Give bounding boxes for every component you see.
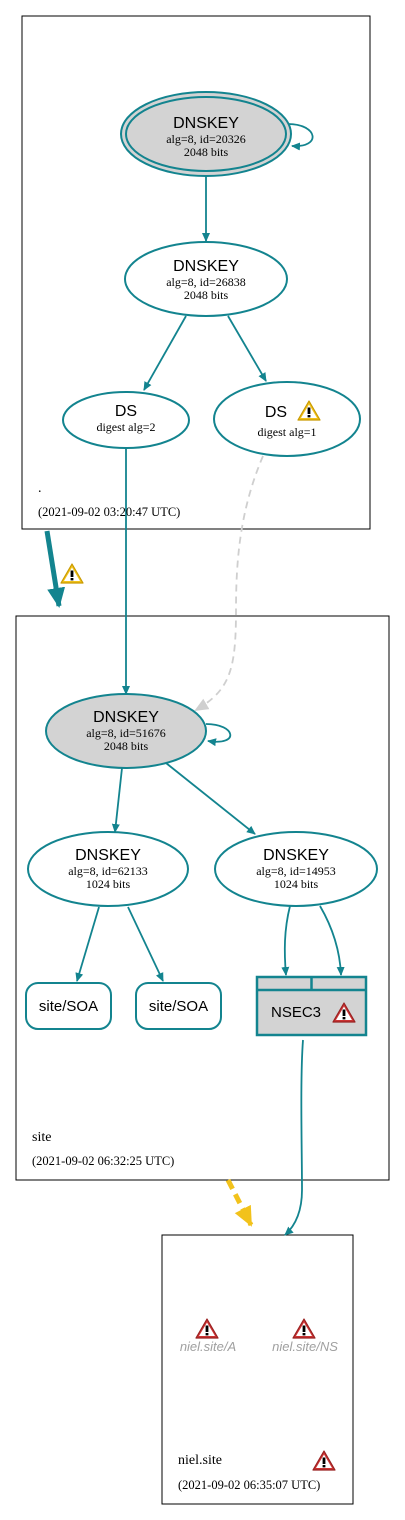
zone-root-timestamp: (2021-09-02 03:20:47 UTC) <box>38 505 180 519</box>
node-site-soa-1[interactable]: site/SOA <box>25 982 112 1030</box>
zone-niel-name: niel.site <box>178 1453 222 1468</box>
node-detail: 2048 bits <box>184 145 229 159</box>
edge-ds1-to-site-ksk <box>194 455 264 712</box>
edge-site-ksk-self <box>205 723 232 747</box>
node-detail: 2048 bits <box>184 288 229 302</box>
edge-nsec3-to-niel <box>284 1039 304 1236</box>
zone-site-name: site <box>32 1130 51 1145</box>
edge-zsk1-to-soa2 <box>127 906 164 982</box>
edge-site-ksk-to-zsk2 <box>165 762 256 835</box>
node-detail: 1024 bits <box>86 877 131 891</box>
zone-niel-timestamp: (2021-09-02 06:35:07 UTC) <box>178 1478 320 1492</box>
zone-root-name: . <box>38 481 42 496</box>
node-label: niel.site/A <box>180 1339 236 1354</box>
zone-niel-box <box>161 1234 354 1505</box>
error-icon <box>292 1318 316 1339</box>
node-detail: alg=8, id=14953 <box>256 864 336 878</box>
edge-zsk2-to-nsec3-b <box>319 905 345 976</box>
node-nsec3[interactable]: NSEC3 <box>255 975 368 1037</box>
node-label: niel.site/NS <box>272 1339 338 1354</box>
node-ds-alg2[interactable]: DS digest alg=2 <box>62 391 190 449</box>
node-site-soa-2[interactable]: site/SOA <box>135 982 222 1030</box>
node-ds-alg1[interactable]: DS digest alg=1 <box>213 381 361 457</box>
edge-delegation-site-to-niel <box>225 1178 254 1227</box>
error-icon <box>312 1450 336 1471</box>
node-site-zsk1[interactable]: DNSKEY alg=8, id=62133 1024 bits <box>27 831 189 907</box>
node-detail: digest alg=1 <box>257 425 316 439</box>
node-niel-a[interactable]: niel.site/A <box>180 1318 236 1354</box>
edge-root-zsk-to-ds2 <box>143 315 187 391</box>
node-title: DS <box>265 404 287 421</box>
node-detail: 1024 bits <box>274 877 319 891</box>
node-title: DNSKEY <box>173 258 239 275</box>
node-niel-ns[interactable]: niel.site/NS <box>272 1318 338 1354</box>
node-title: DNSKEY <box>263 847 329 864</box>
edge-zsk2-to-nsec3-a <box>281 905 291 976</box>
edge-root-zsk-to-ds1 <box>227 315 267 382</box>
warning-icon <box>60 563 84 584</box>
node-detail: 2048 bits <box>104 739 149 753</box>
node-detail: alg=8, id=26838 <box>166 275 246 289</box>
node-detail: alg=8, id=62133 <box>68 864 148 878</box>
zone-site-box <box>15 615 390 1181</box>
node-label: NSEC3 <box>271 1004 321 1021</box>
zone-root-box <box>21 15 371 530</box>
node-site-ksk[interactable]: DNSKEY alg=8, id=51676 2048 bits <box>45 693 207 769</box>
node-title: DS <box>115 403 137 420</box>
node-title: DNSKEY <box>173 115 239 132</box>
edge-root-ksk-self <box>287 123 314 151</box>
edge-delegation-root-to-site <box>44 530 66 608</box>
node-root-ksk[interactable]: DNSKEY alg=8, id=20326 2048 bits <box>120 91 292 177</box>
node-detail: alg=8, id=51676 <box>86 726 166 740</box>
node-detail: digest alg=2 <box>96 420 155 434</box>
node-site-zsk2[interactable]: DNSKEY alg=8, id=14953 1024 bits <box>214 831 378 907</box>
node-label: site/SOA <box>39 998 98 1015</box>
node-label: site/SOA <box>149 998 208 1015</box>
zone-site-timestamp: (2021-09-02 06:32:25 UTC) <box>32 1154 174 1168</box>
node-root-zsk[interactable]: DNSKEY alg=8, id=26838 2048 bits <box>124 241 288 317</box>
node-title: DNSKEY <box>93 709 159 726</box>
error-icon <box>195 1318 219 1339</box>
edge-zsk1-to-soa1 <box>75 906 100 982</box>
node-title: DNSKEY <box>75 847 141 864</box>
node-detail: alg=8, id=20326 <box>166 132 246 146</box>
edge-site-ksk-to-zsk1 <box>111 767 123 833</box>
